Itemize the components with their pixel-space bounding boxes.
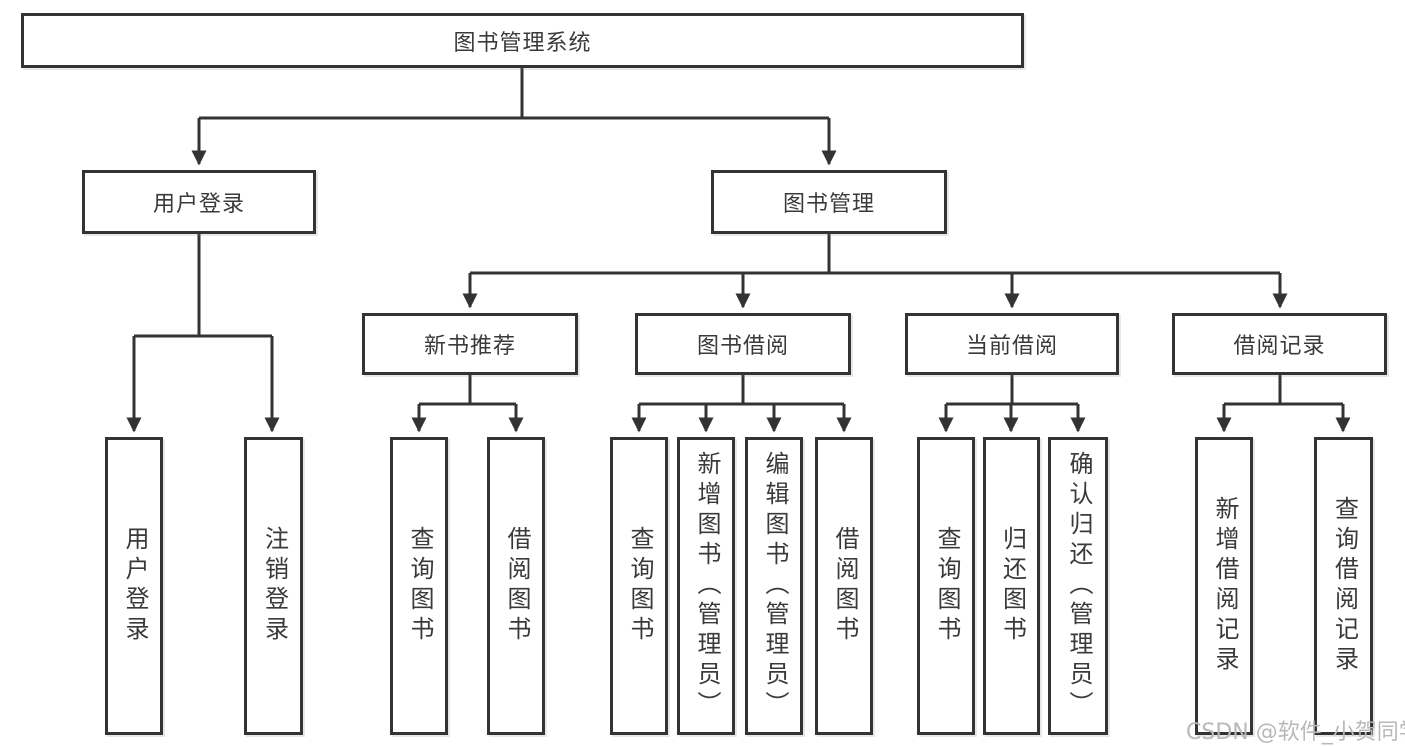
node-label: 借阅记录: [1233, 334, 1326, 359]
node-label: 图书借阅: [696, 334, 789, 359]
leaf-add-book-admin: 新增图书（管理员）: [677, 437, 735, 735]
leaf-query-books-recommend: 查询图书: [390, 437, 448, 735]
node-book-management: 图书管理: [711, 170, 947, 234]
leaf-logout: 注销登录: [244, 437, 303, 735]
leaf-query-books-current: 查询图书: [917, 437, 975, 735]
node-book-borrowing: 图书借阅: [635, 313, 851, 375]
leaf-borrow-books-recommend: 借阅图书: [487, 437, 545, 735]
node-label: 归还图书: [998, 526, 1027, 646]
node-label: 图书管理: [782, 192, 875, 217]
node-label: 查询借阅记录: [1330, 496, 1359, 676]
node-label: 查询图书: [405, 526, 434, 646]
node-current-borrowing: 当前借阅: [905, 313, 1119, 375]
node-label: 编辑图书（管理员）: [760, 451, 789, 721]
node-label: 新增借阅记录: [1210, 496, 1239, 676]
watermark: CSDN @软件_小贺同学: [1186, 720, 1405, 745]
leaf-return-books: 归还图书: [983, 437, 1040, 735]
node-label: 新书推荐: [423, 334, 516, 359]
leaf-confirm-return-admin: 确认归还（管理员）: [1048, 437, 1108, 735]
node-user-login: 用户登录: [82, 170, 316, 234]
node-label: 查询图书: [932, 526, 961, 646]
node-label: 当前借阅: [965, 334, 1058, 359]
node-label: 用户登录: [152, 192, 245, 217]
leaf-user-login: 用户登录: [105, 437, 163, 735]
leaf-borrow-books-borrowing: 借阅图书: [815, 437, 873, 735]
leaf-query-borrow-record: 查询借阅记录: [1314, 437, 1373, 735]
node-label: 新增图书（管理员）: [692, 451, 721, 721]
node-root: 图书管理系统: [21, 13, 1024, 68]
node-label: 注销登录: [260, 526, 289, 646]
leaf-add-borrow-record: 新增借阅记录: [1195, 437, 1253, 735]
node-borrowing-records: 借阅记录: [1172, 313, 1387, 375]
leaf-query-books-borrowing: 查询图书: [610, 437, 668, 735]
node-label: 查询图书: [625, 526, 654, 646]
node-label: 图书管理系统: [453, 30, 592, 56]
node-label: 确认归还（管理员）: [1064, 451, 1093, 721]
leaf-edit-book-admin: 编辑图书（管理员）: [745, 437, 803, 735]
node-label: 用户登录: [120, 526, 149, 646]
node-label: 借阅图书: [830, 526, 859, 646]
node-new-book-recommendation: 新书推荐: [362, 313, 578, 375]
node-label: 借阅图书: [502, 526, 531, 646]
